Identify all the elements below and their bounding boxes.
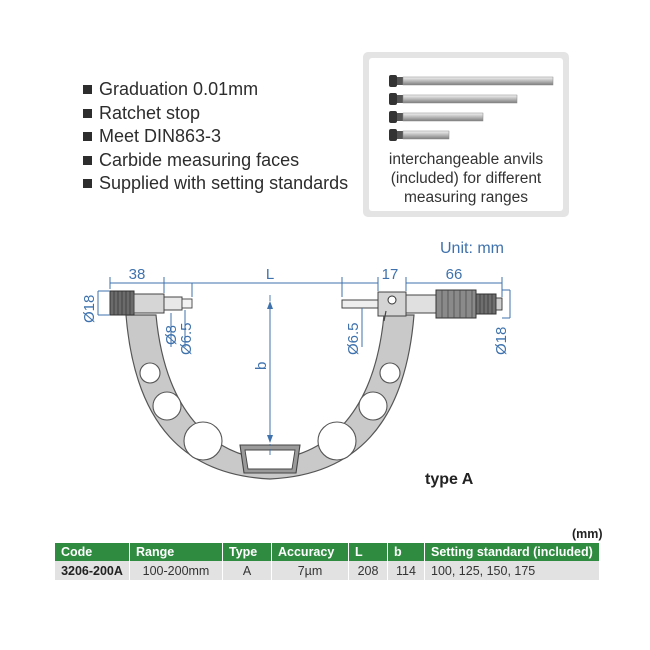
cell-range: 100-200mm: [129, 561, 223, 580]
ratchet-end: [495, 297, 503, 311]
dim-label-dia65-right: Ø6.5: [345, 322, 362, 355]
cell-code: 3206-200A: [55, 561, 130, 580]
dim-label-b: b: [253, 362, 270, 370]
frame-hole: [317, 421, 357, 461]
table-row: 3206-200A 100-200mm A 7µm 208 114 100, 1…: [55, 561, 599, 580]
frame-name-plate-window: [244, 449, 296, 470]
col-header-L: L: [348, 543, 388, 561]
frame-hole: [139, 362, 161, 384]
spec-table: Code Range Type Accuracy L b Setting sta…: [55, 543, 599, 580]
anvil-knurl-texture: [113, 291, 131, 315]
anvil-face: [163, 296, 183, 311]
thimble: [435, 289, 477, 319]
feature-item: Supplied with setting standards: [82, 172, 352, 196]
thimble-knurl-texture: [441, 290, 473, 318]
frame-hole: [358, 391, 388, 421]
arrow-head: [267, 435, 273, 443]
anvil-rod: [389, 75, 554, 87]
anvil-body: [133, 293, 165, 314]
lock-screw: [387, 295, 397, 305]
cell-type: A: [222, 561, 272, 580]
feature-list: Graduation 0.01mm Ratchet stop Meet DIN8…: [82, 78, 352, 196]
cell-b: 114: [387, 561, 425, 580]
dim-label-66: 66: [446, 266, 463, 283]
feature-item: Meet DIN863-3: [82, 125, 352, 149]
anvil-caption: interchangeable anvils (included) for di…: [388, 151, 544, 206]
anvil-rod: [389, 111, 484, 123]
feature-item: Carbide measuring faces: [82, 149, 352, 173]
ratchet-stop: [475, 293, 497, 315]
col-header-accuracy: Accuracy: [271, 543, 349, 561]
dim-label-38: 38: [129, 266, 146, 283]
frame-hole: [152, 391, 182, 421]
frame-hole: [379, 362, 401, 384]
sleeve: [405, 294, 437, 314]
dim-label-dia18-right: Ø18: [493, 327, 510, 355]
unit-label: Unit: mm: [440, 240, 504, 257]
frame-hole: [183, 421, 223, 461]
micrometer-drawing: 38 L 17 66 Ø18 Ø8 Ø6.5 Ø6.5 Ø18 b: [81, 266, 511, 480]
col-header-b: b: [387, 543, 425, 561]
anvils-illustration: [389, 75, 554, 141]
spindle: [341, 299, 379, 309]
feature-item: Ratchet stop: [82, 102, 352, 126]
anvil-panel-inner: interchangeable anvils (included) for di…: [369, 58, 563, 211]
col-header-range: Range: [129, 543, 223, 561]
col-header-type: Type: [222, 543, 272, 561]
anvil-rod: [389, 93, 518, 105]
arrow-head: [267, 301, 273, 309]
table-header-row: Code Range Type Accuracy L b Setting sta…: [55, 543, 599, 561]
dim-label-17: 17: [382, 266, 399, 283]
table-unit-note: (mm): [572, 527, 603, 541]
anvil-rod: [389, 129, 450, 141]
dim-label-dia65-left: Ø6.5: [178, 322, 195, 355]
cell-accuracy: 7µm: [271, 561, 349, 580]
type-label: type A: [425, 471, 474, 488]
col-header-setting-standard: Setting standard (included): [424, 543, 599, 561]
anvil-tip: [181, 298, 193, 309]
dim-label-L: L: [266, 266, 274, 283]
dim-label-dia18-left: Ø18: [81, 295, 98, 323]
dim-label-dia8: Ø8: [163, 325, 180, 345]
col-header-code: Code: [55, 543, 130, 561]
anvil-panel: interchangeable anvils (included) for di…: [363, 52, 569, 217]
dimension-lines: [97, 277, 511, 347]
cell-L: 208: [348, 561, 388, 580]
feature-item: Graduation 0.01mm: [82, 78, 352, 102]
ratchet-knurl-texture: [479, 294, 493, 314]
cell-setting-standard: 100, 125, 150, 175: [424, 561, 599, 580]
